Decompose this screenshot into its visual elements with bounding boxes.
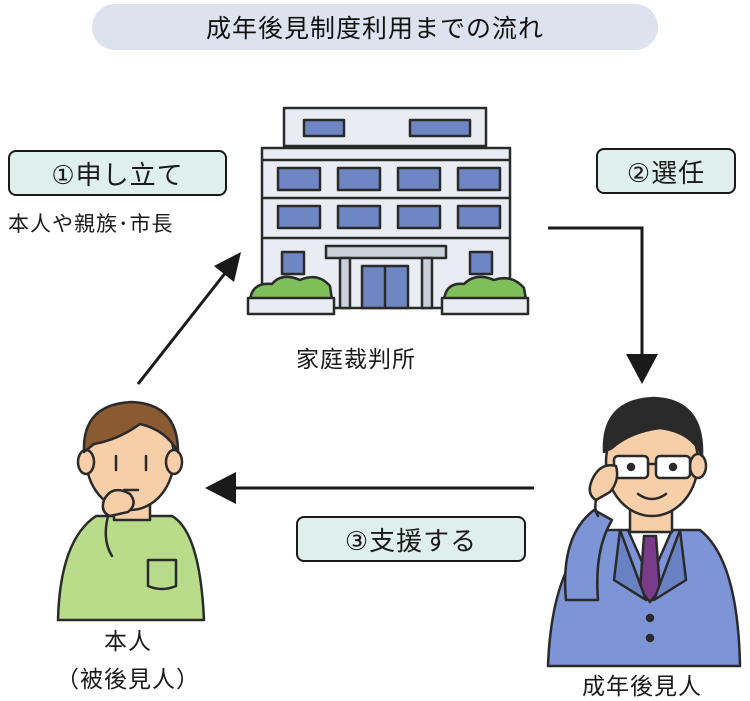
court-building-icon bbox=[246, 106, 530, 316]
arrow-support bbox=[205, 472, 534, 504]
step-appointment-box: ②選任 bbox=[596, 148, 736, 194]
principal-person-icon bbox=[56, 400, 206, 622]
court-label: 家庭裁判所 bbox=[296, 347, 416, 373]
guardian-person-icon bbox=[546, 396, 742, 668]
guardian-label: 成年後見人 bbox=[582, 674, 702, 700]
petitioners-label: 本人や親族･市長 bbox=[8, 212, 174, 236]
principal-label: 本人 bbox=[104, 629, 152, 655]
step-support-box: ③支援する bbox=[296, 516, 526, 562]
step-petition-box: ①申し立て bbox=[8, 150, 227, 196]
arrow-appointment bbox=[548, 226, 658, 384]
diagram-title: 成年後見制度利用までの流れ bbox=[92, 4, 658, 50]
principal-sub-label: （被後見人） bbox=[56, 667, 200, 693]
arrow-petition bbox=[136, 252, 241, 385]
